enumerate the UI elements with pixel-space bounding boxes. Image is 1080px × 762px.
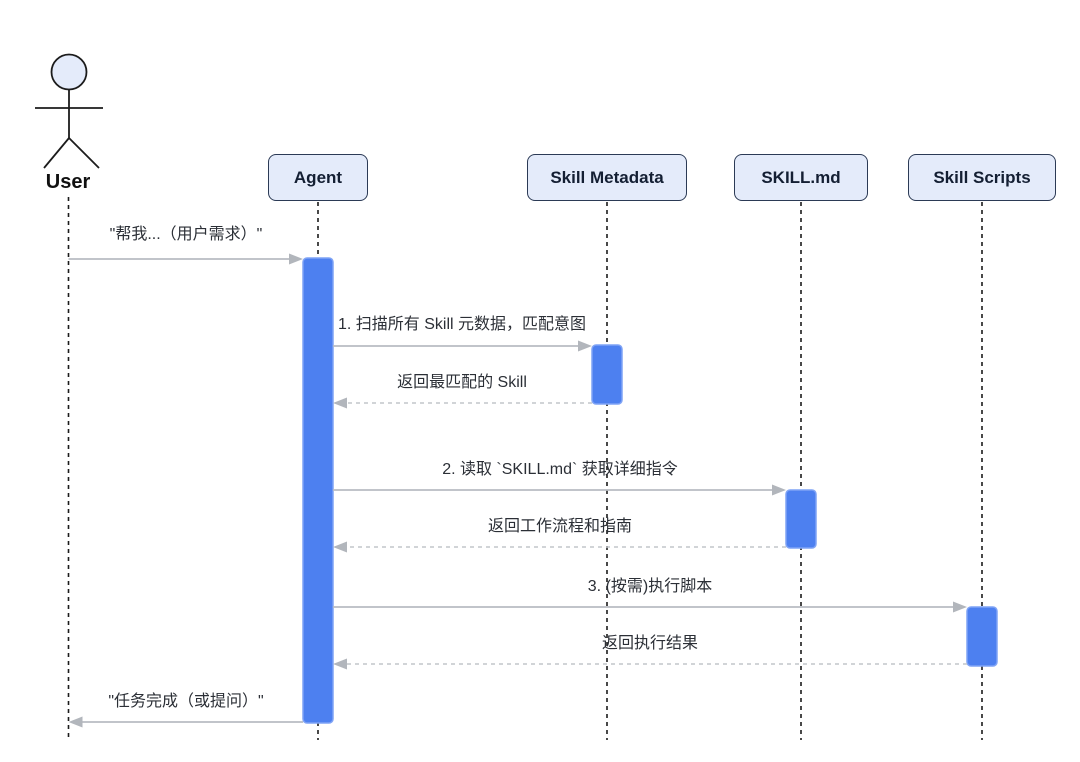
arrowhead-agent-to-skill-scripts [953,601,967,613]
participant-skill-metadata: Skill Metadata [527,154,687,201]
activation-skill-metadata [591,344,623,405]
message-label-return-results: 返回执行结果 [601,635,699,652]
arrowhead-skill-scripts-to-agent [333,658,347,670]
actor-head [50,53,88,91]
message-label-task-complete: "任务完成（或提问）" [108,693,264,710]
message-label-return-best-skill: 返回最匹配的 Skill [397,374,527,391]
message-label-return-workflow: 返回工作流程和指南 [487,518,633,535]
participant-skill-scripts: Skill Scripts [908,154,1056,201]
participant-skill-md: SKILL.md [734,154,868,201]
arrowhead-user-to-agent [289,253,303,265]
message-label-user-request: "帮我...（用户需求）" [109,226,263,243]
actor-leg-left [43,137,70,169]
activation-agent [302,257,334,724]
activation-bars [302,257,998,724]
arrowhead-agent-to-skill-metadata [578,340,592,352]
arrowhead-skill-metadata-to-agent [333,397,347,409]
activation-skill-scripts [966,606,998,667]
actor-label-user: User [45,171,91,193]
arrowhead-agent-to-user [68,716,83,728]
arrowhead-agent-to-skill-md [772,484,786,496]
arrowhead-skill-md-to-agent [333,541,347,553]
message-label-read-skill-md: 2. 读取 `SKILL.md` 获取详细指令 [442,461,678,478]
message-label-scan-metadata: 1. 扫描所有 Skill 元数据，匹配意图 [337,316,587,333]
actor-leg-right [68,137,100,169]
user-actor-icon [35,53,103,169]
activation-skill-md [785,489,817,549]
message-label-execute-scripts: 3. (按需)执行脚本 [587,578,713,595]
message-arrows [68,253,967,728]
participant-agent: Agent [268,154,368,201]
